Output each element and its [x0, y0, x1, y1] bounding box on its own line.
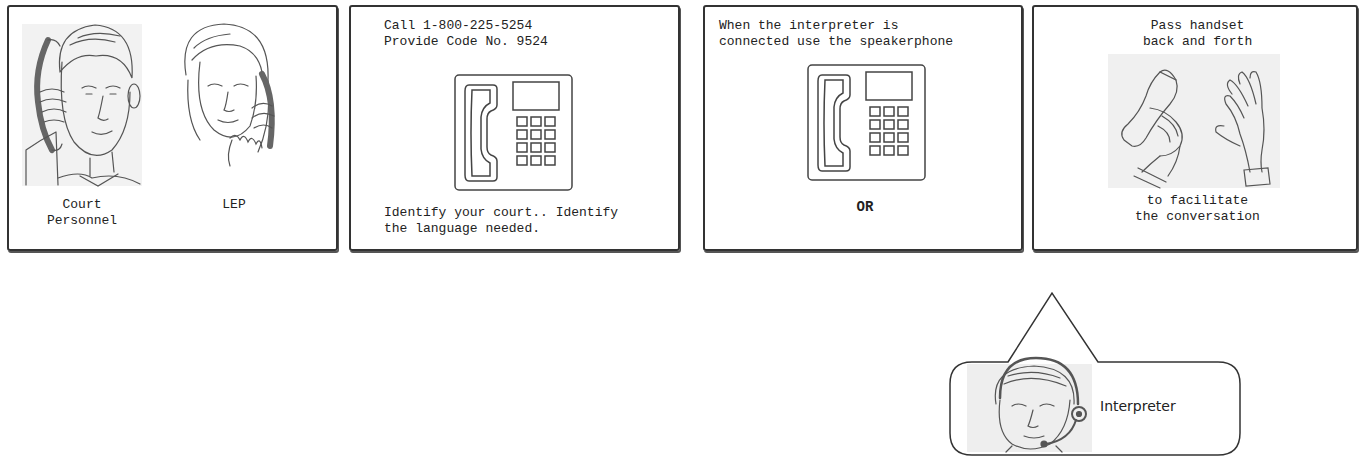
bubble-shape	[950, 293, 1240, 455]
sketch-stroke	[86, 93, 116, 94]
sketch-stroke	[1158, 116, 1178, 142]
sketch-stroke	[224, 92, 234, 112]
panel-box: Court Personnel LEP	[7, 5, 338, 251]
sketch-stroke	[22, 24, 142, 186]
sketch-stroke	[70, 33, 120, 45]
sketch-stroke	[199, 62, 257, 137]
sketch-stroke	[208, 84, 248, 86]
sketch-stroke	[1216, 126, 1240, 146]
node-text: to facilitate the conversation	[1135, 193, 1260, 225]
node-text: Interpreter	[1100, 398, 1176, 414]
sketch-stroke	[1134, 168, 1166, 188]
sketch-stroke	[1225, 96, 1250, 172]
sketch-stroke	[40, 89, 66, 122]
sketch-stroke	[192, 45, 262, 72]
sketch-stroke	[262, 74, 272, 146]
sketch-stroke	[80, 174, 118, 186]
phone-icon	[808, 65, 925, 180]
sketch-stroke	[1160, 70, 1176, 80]
node-text: When the interpreter is connected use th…	[719, 18, 953, 50]
sketch-stroke	[1250, 72, 1264, 172]
sketch-stroke	[58, 174, 140, 184]
phone-icon	[455, 75, 572, 190]
sketch-stroke	[1227, 80, 1248, 106]
callout-bubble: Interpreter	[948, 290, 1242, 458]
sketch-stroke	[37, 40, 52, 150]
sketch-stroke	[48, 40, 62, 151]
node-text: Call 1-800-225-5254 Provide Code No. 952…	[384, 18, 548, 50]
sketch-stroke	[92, 131, 112, 134]
node-text: OR	[845, 199, 885, 215]
sketch-stroke	[1122, 72, 1177, 146]
sketch-stroke	[26, 132, 58, 185]
sketch-stroke	[1244, 168, 1270, 186]
panel-box: When the interpreter is connected use th…	[703, 5, 1023, 251]
node-text: Pass handset back and forth	[1143, 18, 1252, 50]
hands-sketch	[1108, 54, 1280, 188]
sketch-stroke	[98, 96, 108, 120]
bubble-outline	[948, 290, 1242, 458]
sketch-stroke	[128, 84, 140, 108]
node-text: LEP	[204, 197, 264, 213]
sketch-stroke	[61, 62, 130, 155]
sketch-stroke	[218, 120, 238, 123]
sketch-stroke	[82, 86, 120, 88]
sketch-stroke	[185, 24, 269, 152]
sketch-stroke	[90, 152, 114, 176]
lep-sketch	[185, 24, 274, 166]
sketch-stroke	[230, 135, 262, 148]
sketch-stroke	[228, 140, 232, 166]
node-text: Identify your court.. Identify the langu…	[384, 205, 618, 237]
sketch-stroke	[1142, 146, 1180, 176]
sketch-stroke	[1238, 72, 1256, 104]
sketch-stroke	[252, 103, 274, 128]
panel-box: Call 1-800-225-5254 Provide Code No. 952…	[349, 5, 680, 251]
court-personnel-sketch	[22, 24, 142, 186]
sketch-stroke	[188, 34, 230, 140]
sketch-stroke	[1150, 108, 1182, 156]
sketch-stroke	[59, 25, 132, 78]
panel-box: Pass handset back and forth to facilitate…	[1032, 5, 1358, 251]
node-text: Court Personnel	[43, 197, 121, 229]
sketch-stroke	[1108, 54, 1280, 188]
